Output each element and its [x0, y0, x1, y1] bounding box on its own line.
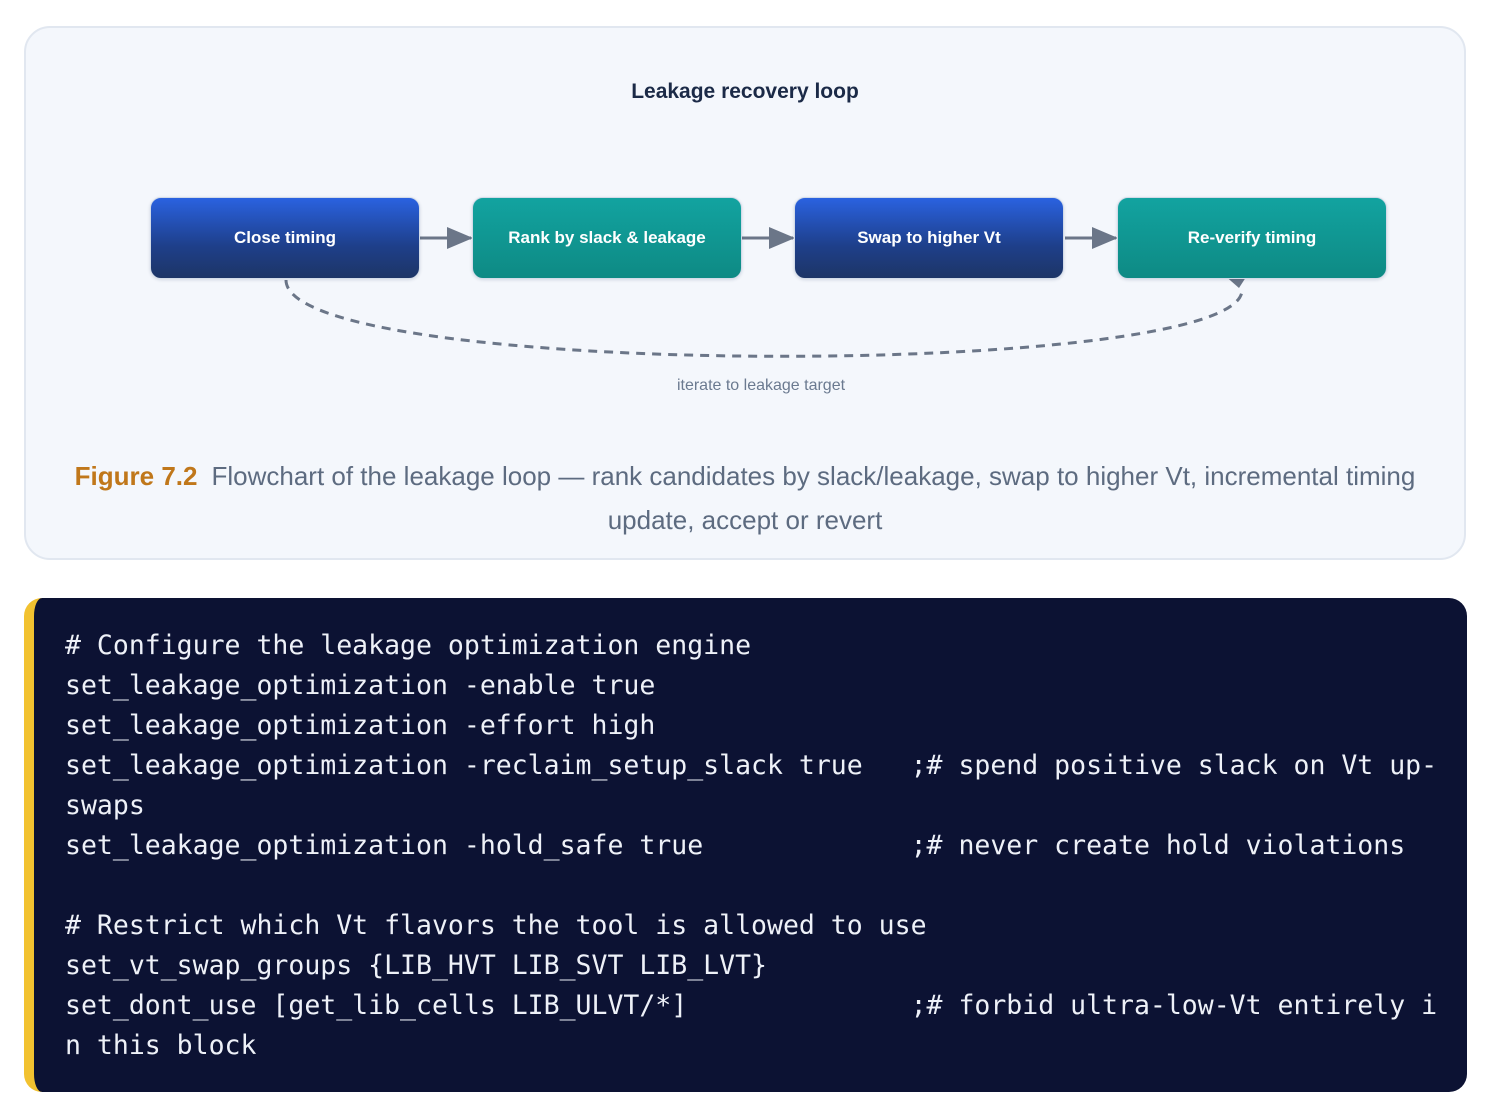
node-label: Close timing	[233, 228, 336, 247]
loop-label: iterate to leakage target	[676, 377, 846, 394]
code-line: set_leakage_optimization -effort high	[65, 710, 656, 741]
node-label: Re-verify timing	[1187, 228, 1317, 247]
code-line: # Configure the leakage optimization eng…	[65, 630, 752, 661]
caption-text: Flowchart of the leakage loop — rank can…	[211, 461, 1416, 535]
code-line: # Restrict which Vt flavors the tool is …	[65, 910, 927, 941]
figure-caption: Figure 7.2 Flowchart of the leakage loop …	[66, 454, 1424, 542]
caption-tag: Figure 7.2	[74, 461, 198, 491]
code-line: set_leakage_optimization -reclaim_setup_…	[65, 750, 1438, 821]
loop-back-arrow	[284, 279, 1244, 358]
code-line: set_vt_swap_groups {LIB_HVT LIB_SVT LIB_…	[65, 950, 767, 981]
code-line: set_leakage_optimization -enable true	[65, 670, 656, 701]
code-line: set_dont_use [get_lib_cells LIB_ULVT/*] …	[65, 990, 1438, 1061]
node-label: Rank by slack & leakage	[508, 228, 706, 247]
diagram-title: Leakage recovery loop	[631, 80, 859, 103]
node-swap-vt: Swap to higher Vt	[794, 197, 1064, 279]
node-label: Swap to higher Vt	[857, 228, 1001, 247]
figure-card: Leakage recovery loop Close timing Rank …	[24, 26, 1466, 560]
node-rank-by-slack: Rank by slack & leakage	[472, 197, 742, 279]
node-close-timing: Close timing	[150, 197, 420, 279]
code-block: # Configure the leakage optimization eng…	[65, 626, 1445, 1066]
code-panel: # Configure the leakage optimization eng…	[24, 598, 1467, 1092]
code-line: set_leakage_optimization -hold_safe true…	[65, 830, 1406, 861]
node-reverify-timing: Re-verify timing	[1117, 197, 1387, 279]
